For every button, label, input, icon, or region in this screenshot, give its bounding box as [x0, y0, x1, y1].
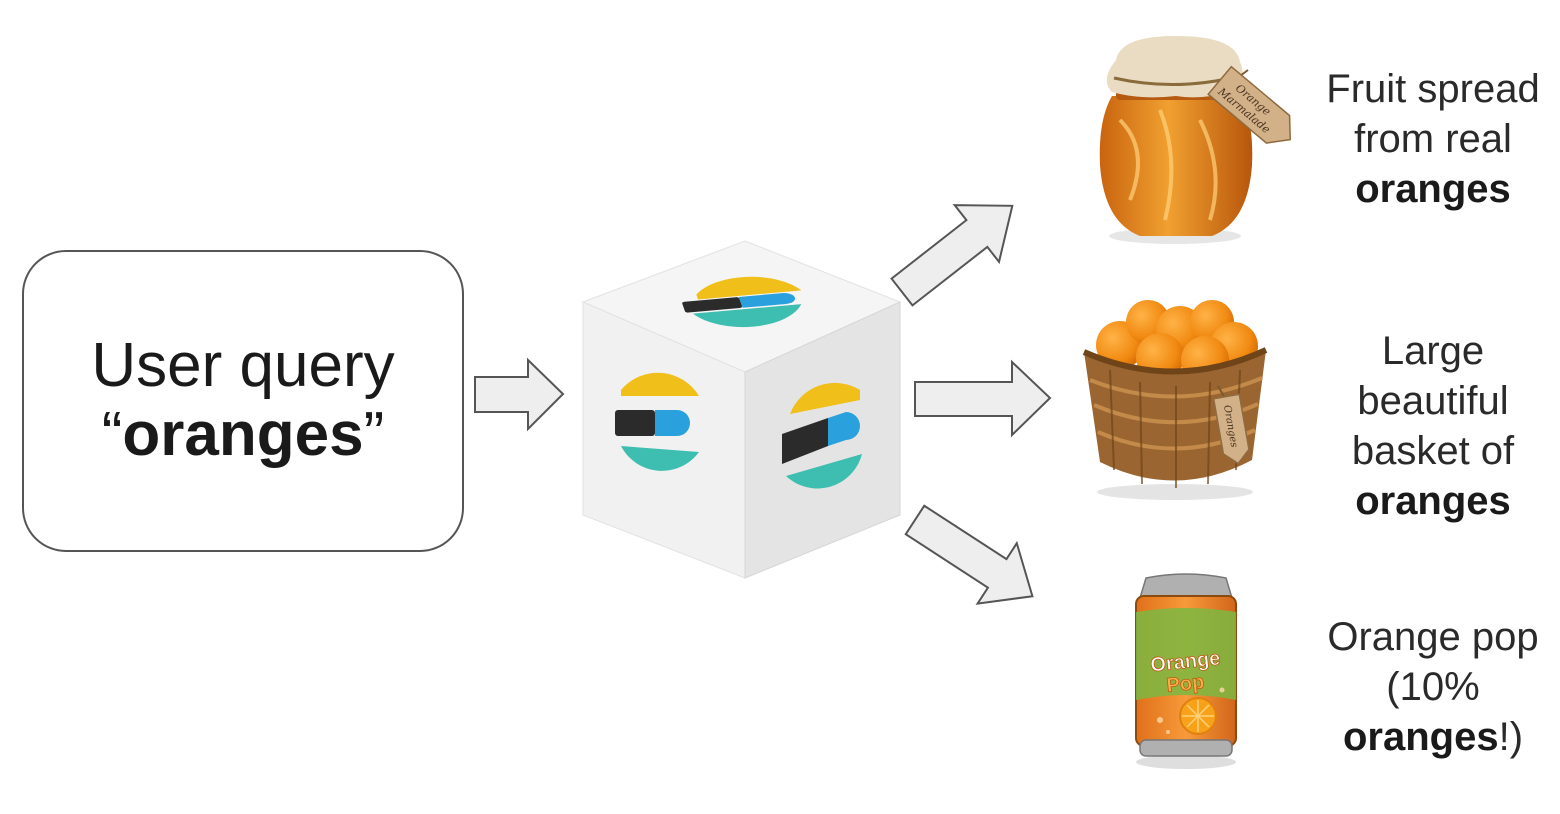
basket-tag: [1212, 393, 1250, 465]
result-caption-bold: oranges: [1342, 715, 1499, 759]
arrow-query-to-engine: [474, 357, 565, 432]
marmalade-jar-image: Orange Marmalade: [1099, 36, 1292, 244]
arrow-to-jar: [890, 204, 1014, 307]
result-caption-line: Fruit spread: [1326, 67, 1540, 111]
elastic-logo-right-icon: [782, 382, 862, 489]
result-caption-line: Large: [1381, 329, 1485, 373]
result-caption-can: Orange pop (10% oranges!): [1308, 612, 1558, 762]
result-caption-bold: oranges: [1355, 167, 1511, 211]
query-open-quote: “: [101, 400, 123, 469]
result-caption-jar: Fruit spread from real oranges: [1308, 64, 1558, 214]
elastic-logo-left-icon: [615, 372, 699, 471]
query-close-quote: ”: [363, 400, 385, 469]
orange-pop-can-image: Orange Pop: [1135, 573, 1237, 769]
search-engine-cube: [581, 240, 902, 579]
jar-tag: [1207, 65, 1292, 144]
result-caption-bold: oranges: [1355, 479, 1511, 523]
query-term-line: “oranges”: [102, 400, 385, 470]
elastic-logo-top-icon: [682, 276, 802, 328]
result-caption-line: basket of: [1351, 429, 1515, 473]
arrow-to-basket: [914, 359, 1052, 438]
result-caption-tail: !): [1498, 715, 1524, 759]
query-label: User query: [91, 331, 395, 400]
query-term: oranges: [122, 400, 364, 469]
result-caption-line: Orange pop: [1327, 615, 1539, 659]
result-caption-basket: Large beautiful basket of oranges: [1308, 326, 1558, 526]
can-label-line2: Pop: [1165, 671, 1205, 697]
user-query-box: User query “oranges”: [22, 250, 464, 552]
arrow-to-can: [904, 504, 1034, 605]
result-caption-line: from real: [1354, 117, 1512, 161]
result-caption-line: (10%: [1386, 665, 1480, 709]
orange-basket-image: Oranges: [1082, 300, 1268, 500]
result-caption-line: beautiful: [1357, 379, 1509, 423]
